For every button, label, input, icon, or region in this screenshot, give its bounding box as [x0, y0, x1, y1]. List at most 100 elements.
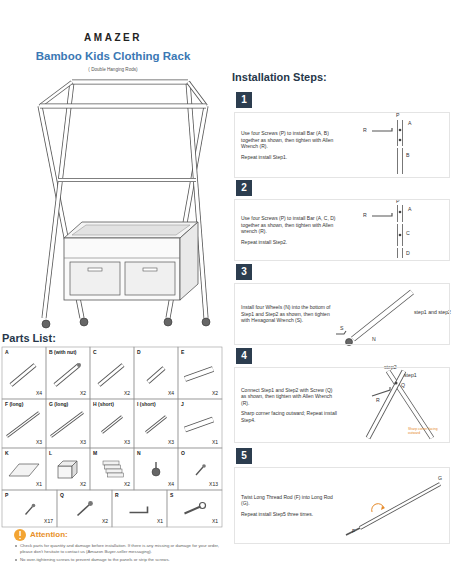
- box-part: [72, 461, 77, 478]
- bar-a: [398, 205, 402, 222]
- flat-bar-part: [185, 369, 213, 379]
- parts-grid: [2, 347, 222, 527]
- frame-bar: [40, 82, 72, 106]
- step-panel: Install four Wheels (N) into the bottom …: [234, 283, 450, 345]
- screw-part: [26, 507, 33, 515]
- rod-part: [102, 417, 122, 433]
- twist-arrow-head: [381, 506, 385, 510]
- part-quantity: X2: [47, 390, 86, 396]
- text-column: Install four Wheels (N) into the bottom …: [241, 284, 339, 344]
- step-instruction: Repeat install Step2.: [241, 239, 339, 246]
- part-quantity: X3: [47, 439, 86, 445]
- panel-part: [106, 469, 122, 473]
- part-name: N: [137, 450, 141, 456]
- hanging-rod: [72, 80, 188, 85]
- step-number: 2: [236, 180, 252, 196]
- drawer: [70, 262, 120, 295]
- part-quantity: X1: [179, 439, 218, 445]
- part-cell: [134, 399, 178, 448]
- bar-part: [99, 365, 123, 385]
- step-instruction: Connect Step1 and Step2 with Screw (Q) a…: [241, 387, 339, 407]
- rod-part: [146, 417, 166, 433]
- part-name: J: [181, 401, 184, 407]
- box-part: [58, 466, 72, 478]
- panel-part: [108, 473, 124, 477]
- screw: [399, 234, 402, 237]
- part-cell: [46, 448, 90, 490]
- storage-box-opening: [72, 225, 190, 235]
- part-quantity: X3: [91, 439, 130, 445]
- part-name: M: [93, 450, 97, 456]
- wheel: [80, 318, 88, 326]
- rack-illustration: [40, 82, 210, 328]
- section-heading: Parts List:: [2, 332, 56, 345]
- panel-part: [105, 465, 121, 469]
- hanging-rod: [40, 104, 206, 109]
- flat-bar-part: [185, 369, 213, 379]
- step-callout: step1 and step2: [414, 309, 451, 315]
- part-cell: [90, 347, 134, 399]
- part-callout: A: [408, 206, 411, 212]
- bar-b: [397, 148, 403, 174]
- bar-d: [397, 248, 403, 258]
- brand-logo: AMAZER: [0, 32, 226, 44]
- step-number: 3: [236, 264, 252, 280]
- step-number-badge: 1: [236, 92, 252, 108]
- rod-part: [7, 413, 39, 437]
- frame-bar: [40, 82, 72, 106]
- part-quantity: X2: [91, 481, 130, 487]
- part-quantity: X2: [58, 518, 108, 524]
- part-callout: C: [406, 230, 410, 236]
- part-name: D: [137, 349, 141, 355]
- long-rod: [360, 484, 440, 528]
- screw: [399, 211, 402, 214]
- step-instruction: Use four Screws (P) to install Bar (A, C…: [241, 215, 339, 235]
- flat-bar-part: [185, 420, 213, 430]
- hex-wrench: [185, 507, 201, 514]
- panel-part: [103, 461, 119, 465]
- allen-wrench: [372, 128, 392, 131]
- part-cell: [2, 448, 46, 490]
- rod-part: [102, 417, 122, 433]
- screw: [399, 139, 402, 142]
- step-instruction: Use four Screws (P) to install Bar (A, B…: [241, 130, 339, 150]
- part-cell: [178, 347, 222, 399]
- part-callout: S: [340, 325, 343, 331]
- hanging-rod: [58, 178, 196, 182]
- part-cell: [178, 448, 222, 490]
- part-name: K: [5, 450, 9, 456]
- bar-part: [99, 365, 123, 385]
- step-instruction: Repeat install Step1.: [241, 154, 339, 161]
- wheel: [164, 318, 172, 326]
- text-column: Use four Screws (P) to install Bar (A, B…: [241, 113, 339, 177]
- bar-d: [398, 248, 402, 258]
- screw-part: [202, 464, 206, 468]
- part-name: Q: [60, 492, 64, 498]
- attention-icon: [14, 529, 26, 541]
- long-rod: [360, 484, 440, 528]
- step-number: 1: [236, 92, 252, 108]
- part-callout: A: [408, 120, 411, 126]
- step-number-badge: 2: [236, 180, 252, 196]
- part-name: H (short): [93, 401, 114, 407]
- part-quantity: X3: [3, 439, 42, 445]
- part-name: R: [115, 492, 119, 498]
- bar-b: [398, 148, 402, 174]
- storage-box-top: [64, 222, 198, 238]
- part-callout: R: [376, 397, 380, 403]
- bar-part: [55, 365, 79, 385]
- hex-wrench: [200, 503, 206, 509]
- hanging-rod: [72, 80, 188, 83]
- frame-leg: [368, 371, 404, 438]
- wheel-part: [155, 462, 156, 468]
- part-cell: [2, 347, 46, 399]
- part-cell: [167, 490, 222, 527]
- step-instruction: Install four Wheels (N) into the bottom …: [241, 304, 339, 324]
- step-number-badge: 5: [236, 448, 252, 464]
- part-name: B (with nut): [49, 349, 77, 355]
- bar-part: [11, 365, 35, 385]
- frame-leg: [368, 371, 404, 438]
- part-quantity: X1: [168, 518, 218, 524]
